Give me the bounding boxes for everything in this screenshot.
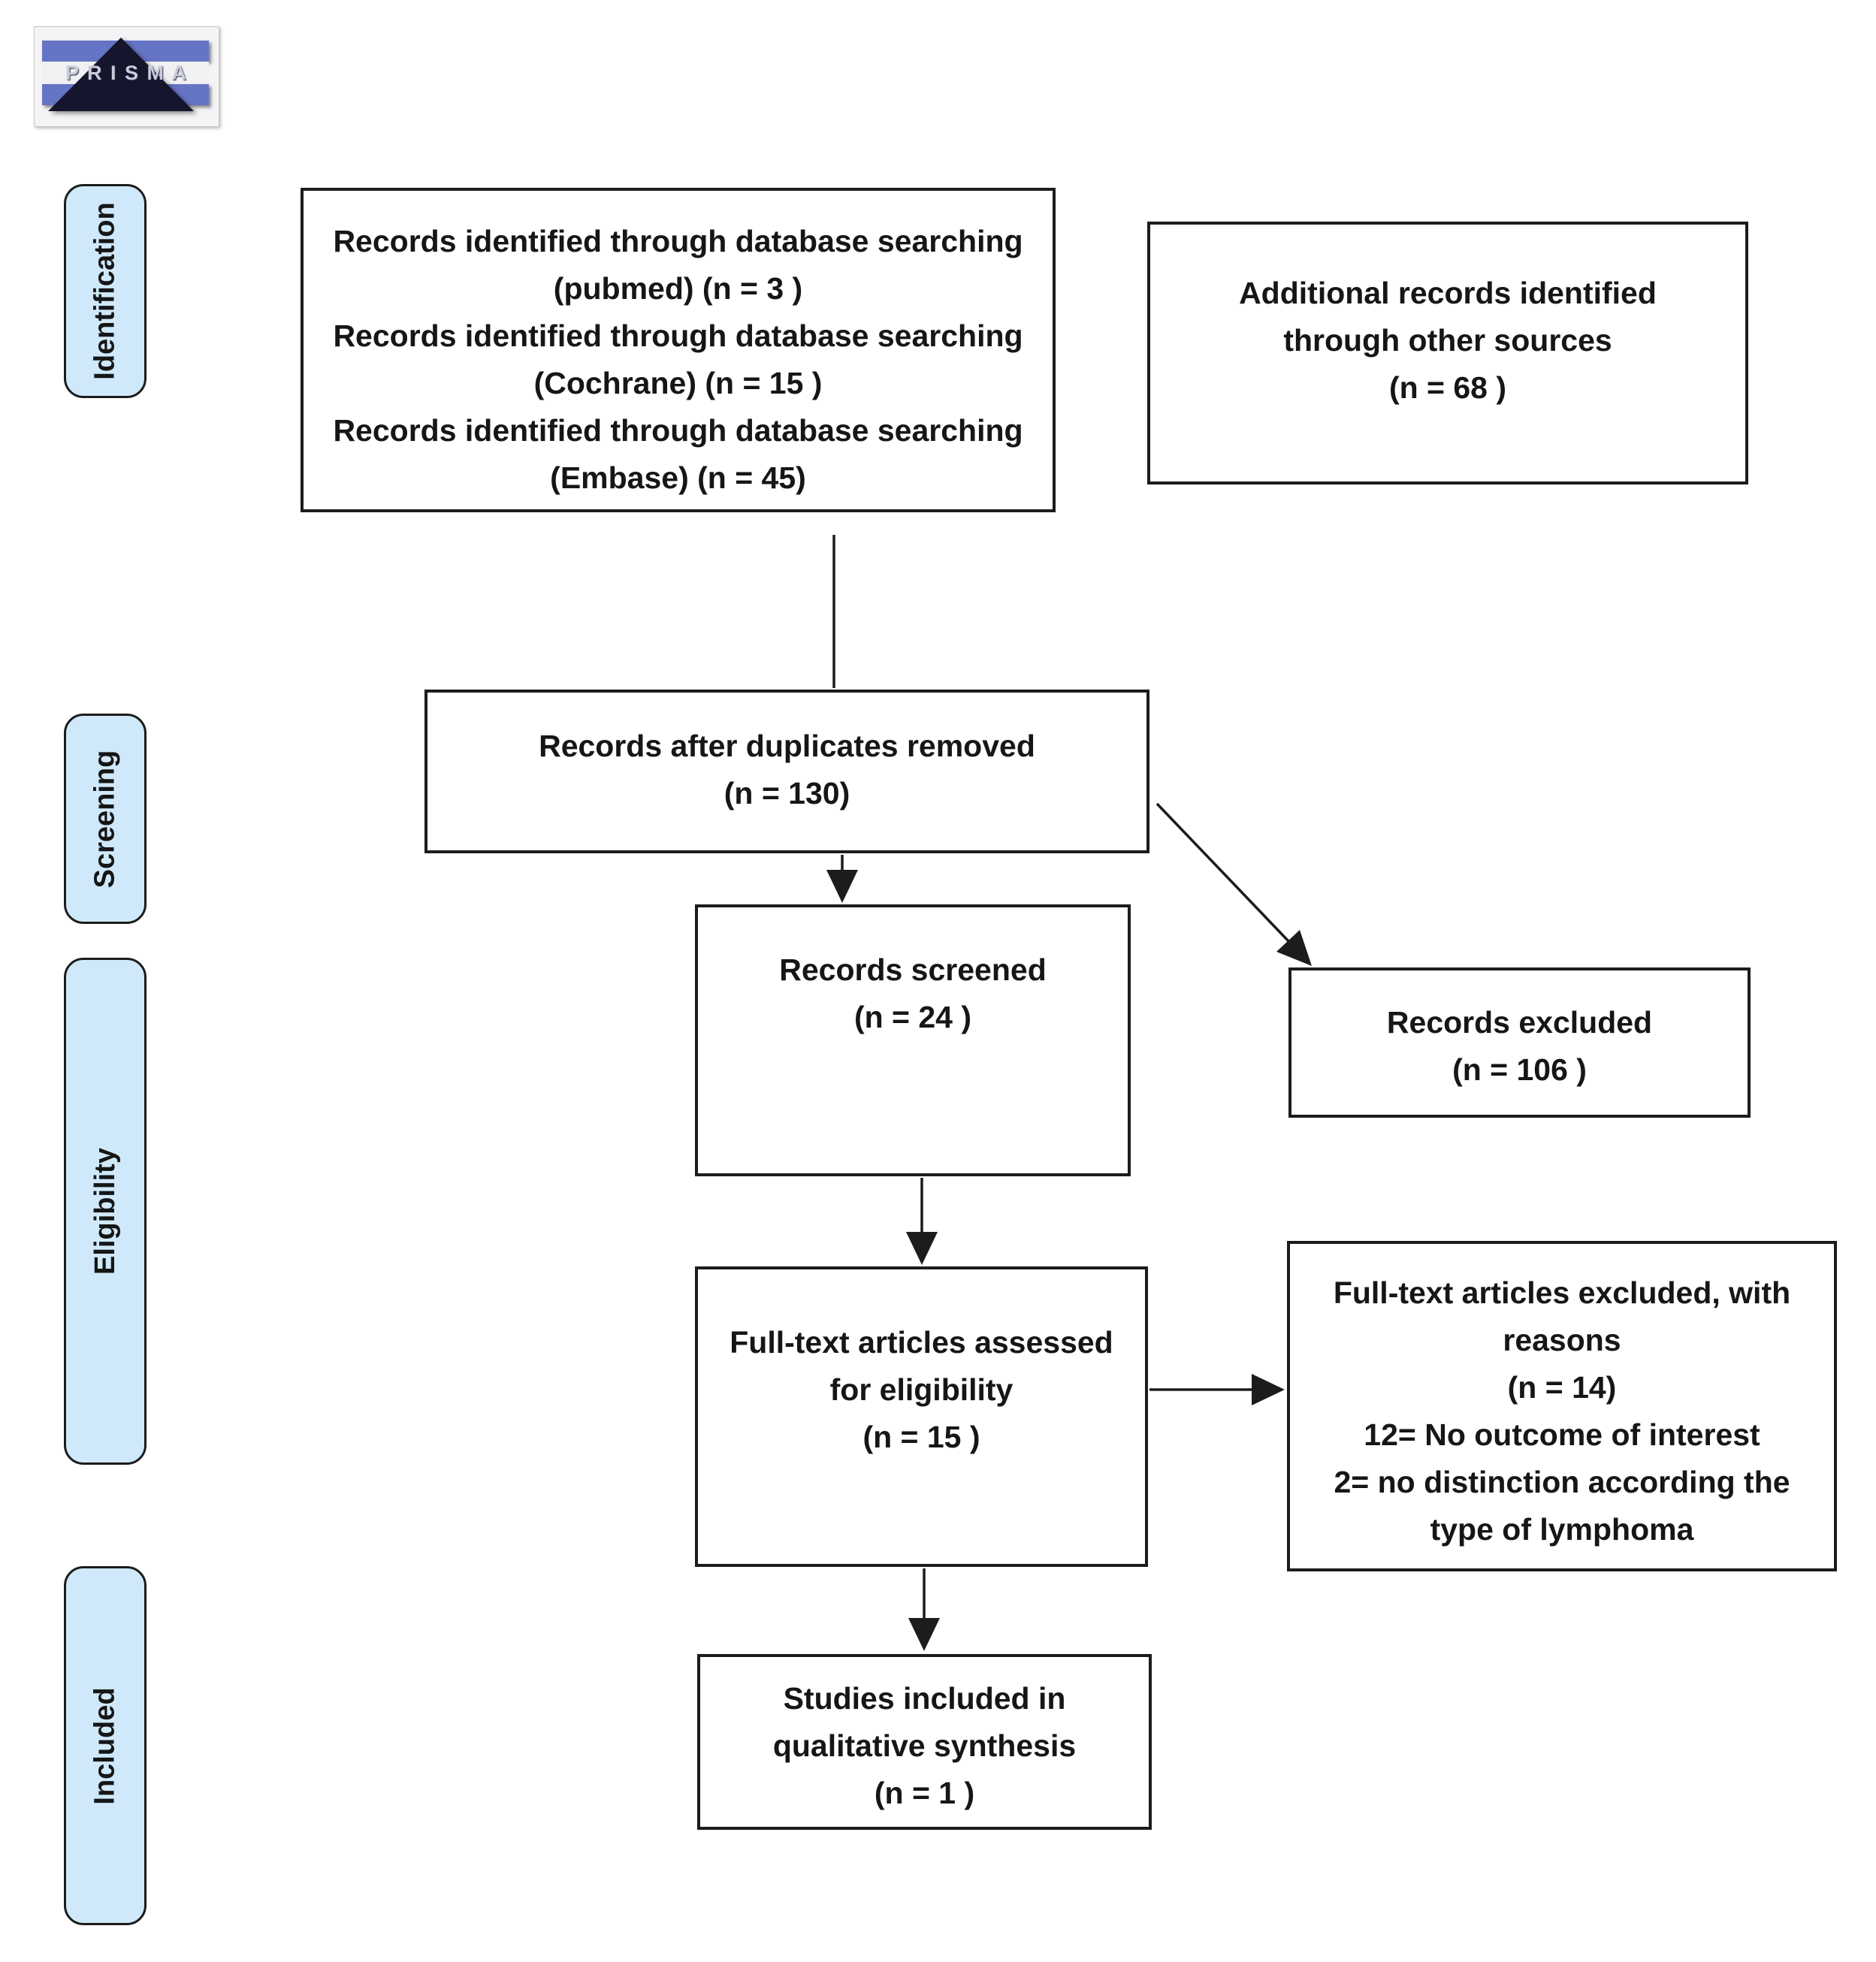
box-line: type of lymphoma	[1430, 1512, 1694, 1547]
stage-label-included: Included	[64, 1566, 147, 1925]
box-line: (n = 68 )	[1388, 370, 1507, 405]
flow-box-records-excluded: Records excluded (n = 106 )	[1288, 967, 1751, 1118]
prisma-logo: P R I S M A	[34, 26, 219, 127]
box-line: (pubmed) (n = 3 )	[553, 271, 803, 306]
arrowhead-duplicates-to-screened	[826, 870, 858, 903]
box-line: reasons	[1503, 1323, 1621, 1357]
box-line: (Embase) (n = 45)	[550, 460, 806, 495]
box-line: Full-text articles excluded, with	[1333, 1275, 1791, 1310]
box-line: (n = 1 )	[874, 1776, 975, 1810]
arrowhead-screened-to-assessed	[906, 1232, 938, 1265]
box-line: Full-text articles assessed	[730, 1325, 1113, 1360]
box-line: Records identified through database sear…	[333, 413, 1023, 448]
flow-box-additional-records: Additional records identified through ot…	[1147, 222, 1748, 484]
stage-label-eligibility: Eligibility	[64, 958, 147, 1465]
stage-label-screening: Screening	[64, 714, 147, 924]
box-line: for eligibility	[829, 1372, 1014, 1407]
stage-label-identification: Identification	[64, 184, 147, 398]
box-line: (n = 15 )	[862, 1420, 980, 1454]
flow-box-identified-records: Records identified through database sear…	[301, 188, 1056, 512]
flow-box-fulltext-assessed: Full-text articles assessed for eligibil…	[695, 1266, 1148, 1567]
flow-box-studies-included: Studies included in qualitative synthesi…	[697, 1654, 1152, 1830]
flow-box-duplicates-removed: Records after duplicates removed (n = 13…	[424, 690, 1149, 853]
box-line: Records excluded	[1386, 1005, 1653, 1040]
box-line: Studies included in	[783, 1681, 1066, 1716]
connector-duplicates-to-excluded	[1156, 802, 1291, 943]
arrowhead-assessed-to-ftexcluded	[1252, 1374, 1285, 1405]
box-line: Records identified through database sear…	[333, 318, 1023, 353]
box-line: through other sources	[1283, 323, 1612, 358]
box-line: (n = 106 )	[1452, 1052, 1587, 1087]
box-line: (Cochrane) (n = 15 )	[533, 366, 823, 400]
flow-box-records-screened: Records screened (n = 24 )	[695, 904, 1131, 1176]
logo-wordmark: P R I S M A	[65, 62, 189, 84]
box-line: (n = 130)	[724, 776, 850, 810]
flow-box-fulltext-excluded: Full-text articles excluded, with reason…	[1287, 1241, 1837, 1571]
arrowhead-duplicates-to-excluded	[1276, 930, 1312, 966]
box-line: qualitative synthesis	[772, 1728, 1077, 1763]
arrowhead-assessed-to-included	[908, 1618, 940, 1651]
box-line: 12= No outcome of interest	[1364, 1417, 1760, 1452]
box-line: (n = 14)	[1507, 1370, 1617, 1405]
box-line: 2= no distinction according the	[1334, 1465, 1790, 1499]
box-line: Records screened	[779, 952, 1047, 987]
box-line: Records identified through database sear…	[333, 224, 1023, 258]
box-line: (n = 24 )	[853, 1000, 972, 1034]
prism-triangle-icon	[48, 38, 194, 111]
box-line: Additional records identified	[1239, 276, 1657, 310]
box-line: Records after duplicates removed	[539, 729, 1035, 763]
